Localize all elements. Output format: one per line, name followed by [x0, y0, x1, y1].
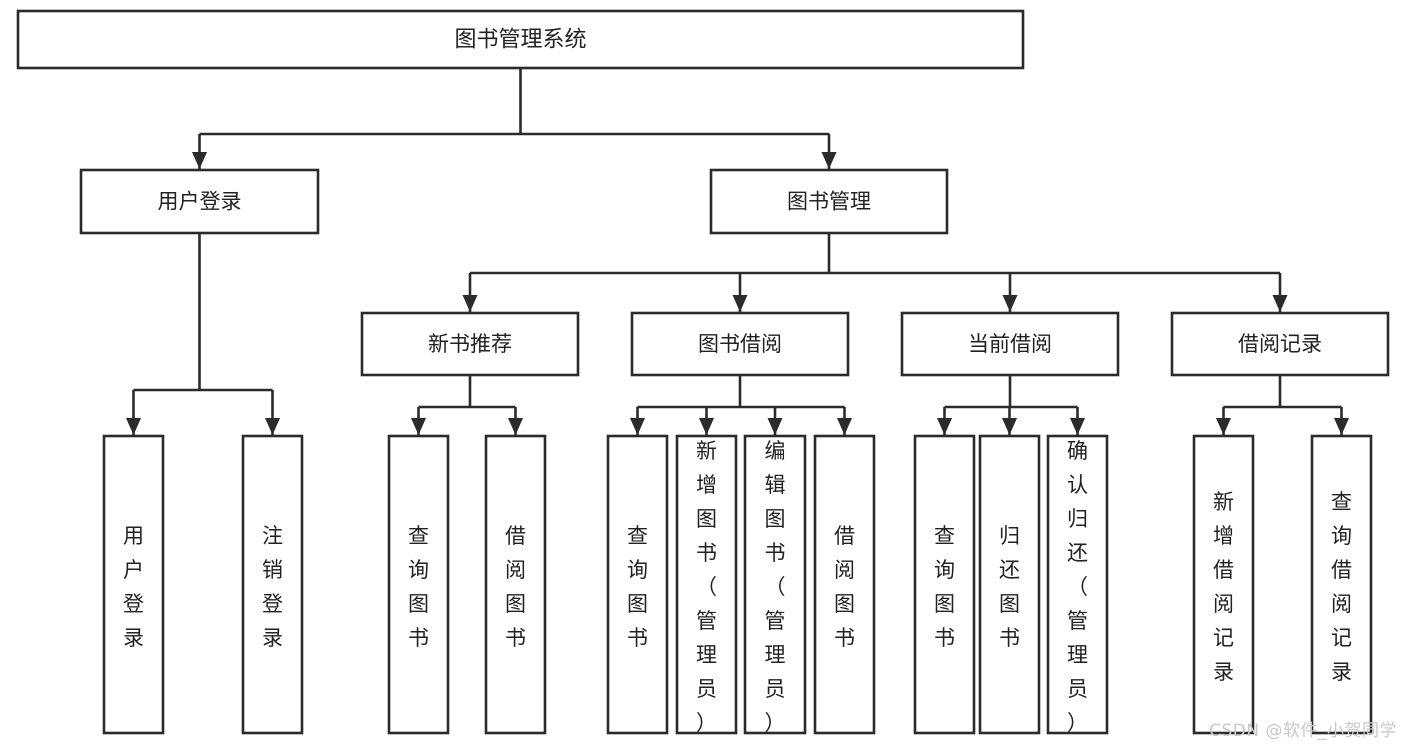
- node-box: [79, 168, 320, 235]
- node-box: [813, 434, 876, 735]
- node-label: 新增图书（管理员）: [696, 439, 717, 735]
- node-leaf-leaf-confirm-return[interactable]: 确认归还（管理员）: [1046, 434, 1109, 735]
- arrow-head: [462, 295, 478, 312]
- node-box: [630, 311, 850, 377]
- node-box: [387, 434, 450, 735]
- arrow-head: [1216, 418, 1231, 435]
- arrow-head: [126, 418, 141, 435]
- arrow-head: [1002, 295, 1018, 312]
- arrow-head: [937, 418, 952, 435]
- node-label: 新书推荐: [428, 332, 512, 356]
- arrow-head: [821, 152, 837, 169]
- node-level2-book-borrow[interactable]: 图书借阅: [630, 311, 850, 377]
- arrow-head: [837, 418, 852, 435]
- node-label: 确认归还（管理员）: [1067, 439, 1088, 735]
- node-leaf-leaf-borrow-book-rec[interactable]: 借阅图书: [484, 434, 547, 735]
- node-leaf-leaf-user-login[interactable]: 用户登录: [102, 434, 165, 735]
- node-box: [102, 434, 165, 735]
- arrow-head: [732, 295, 748, 312]
- node-label: 借阅图书: [505, 524, 526, 650]
- node-leaf-leaf-query-book-cur[interactable]: 查询图书: [913, 434, 976, 735]
- arrow-head: [1272, 295, 1288, 312]
- node-leaf-leaf-query-book-rec[interactable]: 查询图书: [387, 434, 450, 735]
- watermark-text: CSDN @软件_小贺同学: [1209, 721, 1397, 741]
- arrow-head: [630, 418, 645, 435]
- arrow-head: [508, 418, 523, 435]
- node-label: 编辑图书（管理员）: [765, 439, 786, 735]
- node-label: 查询图书: [627, 524, 648, 650]
- node-box: [360, 311, 580, 377]
- node-label: 注销登录: [262, 524, 283, 650]
- node-level1-book-manage[interactable]: 图书管理: [709, 168, 949, 235]
- node-level2-current-borrow[interactable]: 当前借阅: [900, 311, 1120, 377]
- node-leaf-leaf-add-record[interactable]: 新增借阅记录: [1192, 434, 1255, 735]
- node-label: 图书借阅: [698, 332, 782, 356]
- arrow-head: [1334, 418, 1349, 435]
- node-box: [978, 434, 1041, 735]
- node-label: 借阅图书: [834, 524, 855, 650]
- node-label: 新增借阅记录: [1213, 490, 1234, 684]
- node-level1-user-login[interactable]: 用户登录: [79, 168, 320, 235]
- node-label: 查询借阅记录: [1331, 490, 1352, 684]
- node-label: 查询图书: [934, 524, 955, 650]
- node-box: [743, 434, 807, 735]
- arrow-head: [411, 418, 426, 435]
- node-box: [900, 311, 1120, 377]
- node-label: 图书管理: [787, 190, 871, 214]
- node-leaf-leaf-borrow-book[interactable]: 借阅图书: [813, 434, 876, 735]
- node-leaf-leaf-add-book[interactable]: 新增图书（管理员）: [675, 434, 738, 735]
- arrow-head: [1070, 418, 1085, 435]
- node-level2-new-book-recommend[interactable]: 新书推荐: [360, 311, 580, 377]
- node-box: [606, 434, 669, 735]
- node-label: 图书管理系统: [454, 28, 586, 53]
- node-label: 查询图书: [408, 524, 429, 650]
- node-root-图书管理系统[interactable]: 图书管理系统: [16, 9, 1025, 70]
- node-label: 用户登录: [158, 190, 242, 214]
- node-label: 用户登录: [123, 524, 144, 650]
- node-box: [675, 434, 738, 735]
- node-box: [241, 434, 304, 735]
- node-box: [1170, 311, 1390, 377]
- node-label: 当前借阅: [968, 332, 1052, 356]
- node-box: [1310, 434, 1373, 735]
- node-leaf-leaf-query-record[interactable]: 查询借阅记录: [1310, 434, 1373, 735]
- connectors-layer: [126, 68, 1349, 435]
- node-box: [913, 434, 976, 735]
- node-leaf-leaf-query-book[interactable]: 查询图书: [606, 434, 669, 735]
- node-box: [484, 434, 547, 735]
- node-leaf-leaf-return-book[interactable]: 归还图书: [978, 434, 1041, 735]
- node-label: 归还图书: [999, 524, 1020, 650]
- node-box: [1192, 434, 1255, 735]
- arrow-head: [767, 418, 783, 435]
- node-box: [709, 168, 949, 235]
- node-leaf-leaf-edit-book[interactable]: 编辑图书（管理员）: [743, 434, 807, 735]
- node-box: [1046, 434, 1109, 735]
- arrow-head: [265, 418, 280, 435]
- node-label: 借阅记录: [1238, 332, 1322, 356]
- nodes-layer: 图书管理系统用户登录图书管理新书推荐图书借阅当前借阅借阅记录用户登录注销登录查询…: [16, 9, 1390, 735]
- node-level2-borrow-record[interactable]: 借阅记录: [1170, 311, 1390, 377]
- arrow-head: [192, 152, 207, 169]
- node-box: [16, 9, 1025, 70]
- arrow-head: [1002, 418, 1017, 435]
- node-leaf-leaf-logout[interactable]: 注销登录: [241, 434, 304, 735]
- arrow-head: [699, 418, 714, 435]
